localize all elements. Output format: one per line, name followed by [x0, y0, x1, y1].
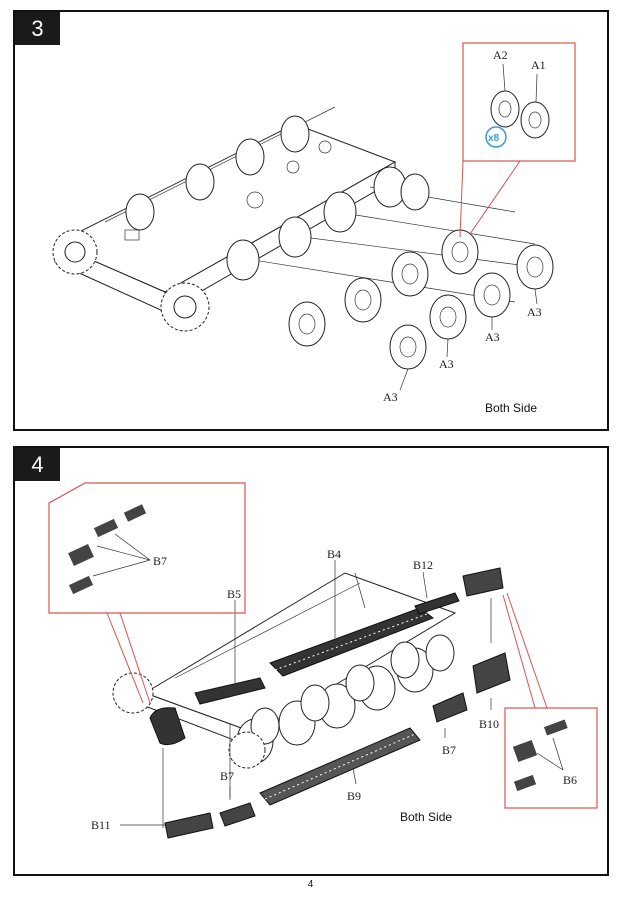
label-b9: B9	[347, 789, 361, 803]
both-side-note: Both Side	[400, 810, 453, 824]
step-3-panel: 3	[13, 10, 609, 431]
step-number: 4	[15, 448, 60, 481]
quantity-badge	[485, 126, 507, 148]
step-4-panel: 4	[13, 446, 609, 876]
callout-label-a1: A1	[531, 58, 546, 72]
callout-label-a2: A2	[493, 48, 508, 62]
label-b10: B10	[479, 717, 499, 731]
step-4-callout-left	[48, 482, 246, 704]
track-b9	[259, 727, 421, 806]
page-number: 4	[307, 879, 314, 890]
track-b10	[472, 652, 511, 694]
step-3-callout	[459, 42, 576, 238]
label-a3: A3	[485, 330, 500, 344]
label-b7: B7	[442, 743, 456, 757]
step-4-callout-right	[502, 592, 598, 809]
track-b7-low	[219, 802, 256, 827]
label-b5: B5	[227, 587, 241, 601]
label-b11: B11	[91, 818, 111, 832]
both-side-note: Both Side	[485, 401, 538, 415]
track-front-curve	[149, 707, 186, 746]
quantity-text: x8	[488, 133, 500, 144]
label-a3: A3	[383, 390, 398, 404]
assembly-arrows	[162, 598, 492, 828]
callout-label-b6: B6	[563, 773, 577, 787]
track-b5	[194, 677, 266, 705]
label-b12: B12	[413, 558, 433, 572]
step-3-drawing: A2 A1 x8 A3 A3 A3 A3	[52, 42, 576, 404]
label-a3: A3	[527, 305, 542, 319]
drive-sprocket-rear	[160, 282, 210, 332]
step-number: 3	[15, 12, 60, 45]
track-b7-mid	[432, 692, 468, 723]
label-a3: A3	[439, 357, 454, 371]
a3-leaders	[399, 288, 538, 391]
label-b4: B4	[327, 547, 341, 561]
step-4-drawing: B4 B5 B12 B10 B7 B7 B9 B11 B7 B6	[48, 482, 598, 839]
track-b4	[269, 607, 435, 677]
label-b7: B7	[220, 769, 234, 783]
label-leaders	[120, 560, 492, 826]
road-wheels-a3	[288, 229, 554, 370]
drive-sprocket-front	[52, 229, 98, 275]
track-b12	[414, 567, 504, 615]
track-b11	[164, 812, 214, 839]
callout-label-b7: B7	[153, 554, 167, 568]
road-wheels-mounted	[125, 115, 430, 281]
